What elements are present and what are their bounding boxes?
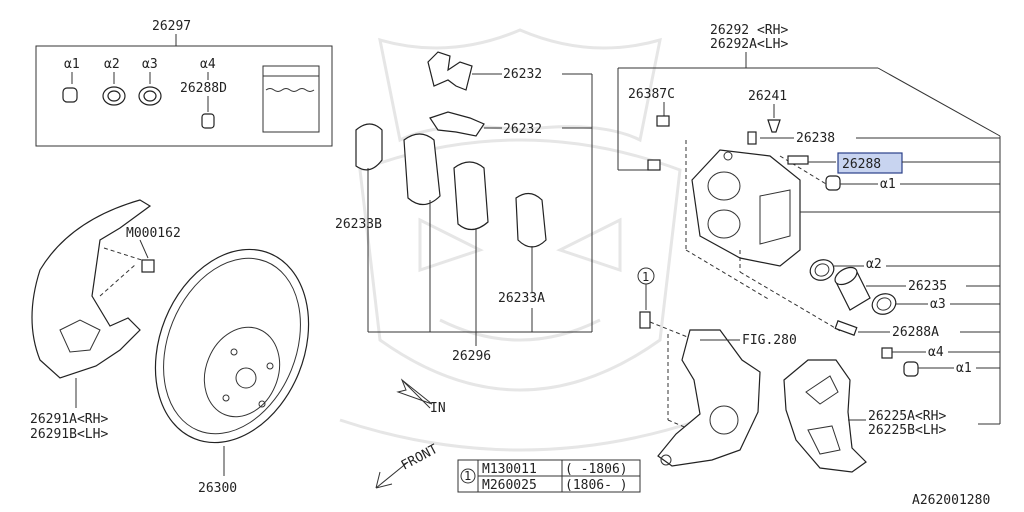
dust-boot-icon: [871, 293, 897, 315]
bleeder-screw-icon: [747, 131, 757, 145]
caliper-bolt-bottom-icon: [647, 159, 661, 171]
piston-label[interactable]: 26235: [908, 279, 947, 294]
pin-highlight-label[interactable]: 26288: [842, 157, 881, 172]
a2-right-label[interactable]: α2: [866, 257, 882, 272]
kit-a1-label[interactable]: α1: [64, 57, 80, 72]
guide-pin-icon: [787, 155, 809, 165]
pin-a-label[interactable]: 26288A: [892, 325, 939, 340]
bleeder-label[interactable]: 26241: [748, 89, 787, 104]
rotor-label[interactable]: 26300: [198, 481, 237, 496]
shield-lh-label[interactable]: 26291B<LH>: [30, 427, 108, 442]
fig-ref-label[interactable]: FIG.280: [742, 333, 797, 348]
ref-table-range-1[interactable]: (1806- ): [565, 478, 628, 493]
shim-top-label[interactable]: 26232: [503, 67, 542, 82]
pin-boot-lower-icon: [903, 361, 919, 377]
a4-right-label[interactable]: α4: [928, 345, 944, 360]
kit-a2-label[interactable]: α2: [104, 57, 120, 72]
pad-group: 26232 26232 26233B 26233A 26296: [335, 51, 593, 364]
caliper-support-icon: [783, 359, 867, 473]
kit-group: 26297 α1 α2 α3 α4 26288D: [35, 19, 333, 147]
shield-bolt-icon: [141, 259, 155, 273]
reference-table: 1 M130011 ( -1806) M260025 (1806- ): [457, 459, 641, 493]
kit-pin-icon: [201, 113, 215, 129]
shield-bolt-label[interactable]: M000162: [126, 226, 181, 241]
caliper-lh-label[interactable]: 26292A<LH>: [710, 37, 788, 52]
shim-mid-icon: [429, 111, 485, 137]
piston-seal-icon: [809, 259, 835, 281]
support-lh-label[interactable]: 26225B<LH>: [868, 423, 946, 438]
pad-left-label[interactable]: 26233B: [335, 217, 382, 232]
cap-label[interactable]: 26238: [796, 131, 835, 146]
pad-set-label[interactable]: 26296: [452, 349, 491, 364]
a1-lower-label[interactable]: α1: [956, 361, 972, 376]
grease-packet-icon: [262, 65, 320, 133]
knuckle-group: 1 FIG.280 26225A<RH> 26225B<LH>: [637, 267, 1000, 473]
brake-rotor-icon: [154, 248, 310, 444]
figure-code: A262001280: [912, 493, 990, 508]
caliper-group: 26292 <RH> 26292A<LH> 26387C 26241 26238: [617, 23, 1001, 424]
support-rh-label[interactable]: 26225A<RH>: [868, 409, 946, 424]
kit-pin-label[interactable]: 26288D: [180, 81, 227, 96]
pad-right-inner-icon: [453, 161, 489, 231]
ref-circle-number[interactable]: 1: [642, 270, 649, 284]
steering-knuckle-icon: [657, 329, 761, 467]
pin-highlight-box[interactable]: [837, 152, 903, 174]
caliper-bolt-top-icon: [656, 115, 670, 127]
rotor-group: 26300: [154, 248, 310, 496]
shield-group: M000162 26291A<RH> 26291B<LH>: [30, 199, 181, 442]
front-arrow-icon: [375, 461, 409, 489]
guide-pin-a-icon: [834, 320, 858, 336]
ref-table-number[interactable]: 1: [464, 469, 471, 483]
pad-right-label[interactable]: 26233A: [498, 291, 545, 306]
kit-boot-icon: [62, 87, 78, 103]
in-label[interactable]: IN: [430, 401, 446, 416]
shield-rh-label[interactable]: 26291A<RH>: [30, 412, 108, 427]
pad-left-inner-icon: [403, 133, 441, 206]
a1-right-label[interactable]: α1: [880, 177, 896, 192]
pad-left-outer-icon: [355, 123, 383, 171]
bleeder-cap-icon: [767, 119, 781, 133]
bolt-c-label[interactable]: 26387C: [628, 87, 675, 102]
in-arrow-icon: [396, 378, 433, 405]
pin-bush-icon: [881, 347, 893, 359]
front-label[interactable]: FRONT: [399, 442, 441, 474]
a3-right-label[interactable]: α3: [930, 297, 946, 312]
pin-boot-icon: [825, 175, 841, 191]
kit-label[interactable]: 26297: [152, 19, 191, 34]
kit-a4-label[interactable]: α4: [200, 57, 216, 72]
ref-table-part-1[interactable]: M260025: [482, 478, 537, 493]
ref-table-range-0[interactable]: ( -1806): [565, 462, 628, 477]
shim-top-icon: [427, 51, 473, 91]
ref-table-part-0[interactable]: M130011: [482, 462, 537, 477]
caliper-rh-label[interactable]: 26292 <RH>: [710, 23, 788, 38]
knuckle-bolt-icon: [639, 311, 651, 329]
caliper-body-icon: [691, 149, 801, 267]
shim-mid-label[interactable]: 26232: [503, 122, 542, 137]
pad-right-outer-icon: [515, 192, 547, 248]
kit-a3-label[interactable]: α3: [142, 57, 158, 72]
